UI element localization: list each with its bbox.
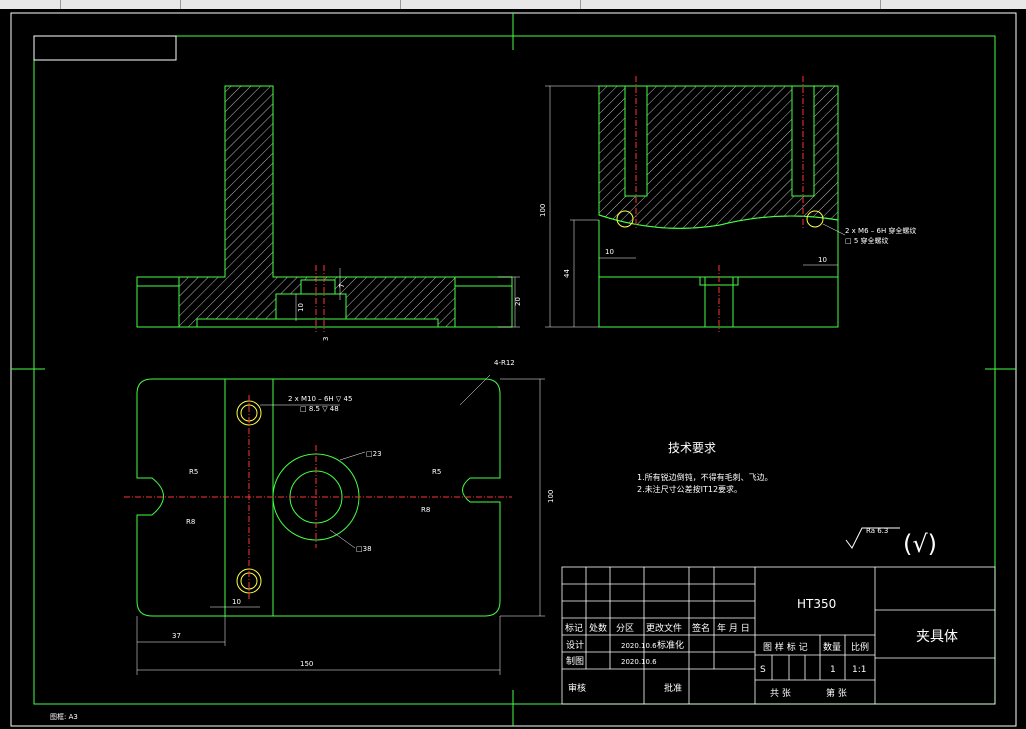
tb-total-sheets: 共 张 — [770, 688, 791, 699]
tb-weight-value: 1 — [830, 665, 836, 675]
toolbar-segment[interactable] — [180, 0, 401, 9]
top-r8-right: R8 — [421, 506, 430, 514]
side-dim-10-right: 10 — [818, 256, 827, 264]
tb-stage-value: S — [760, 665, 766, 675]
top-boss-small: □23 — [366, 450, 382, 458]
tb-header-count: 处数 — [589, 622, 607, 634]
front-dim-7: 7 — [338, 284, 346, 288]
tb-header-change-doc: 更改文件 — [646, 622, 682, 634]
top-hole-note-2: □ 8.5 ▽ 48 — [300, 405, 339, 413]
side-hole-note-1: 2 x M6 – 6H 穿全螺纹 — [845, 226, 916, 235]
tb-header-sign: 签名 — [692, 622, 710, 634]
top-r8-left: R8 — [186, 518, 195, 526]
toolbar-segment[interactable] — [0, 0, 61, 9]
front-dim-20: 20 — [514, 297, 522, 306]
tb-stage-mark: 图 样 标 记 — [763, 641, 808, 653]
tb-header-zone: 分区 — [616, 623, 634, 634]
tb-row-standard: 标准化 — [657, 639, 684, 651]
front-section-view — [136, 85, 520, 332]
tb-row-approve: 批准 — [664, 682, 682, 694]
top-view — [124, 374, 545, 675]
toolbar-segment[interactable] — [400, 0, 581, 9]
tb-header-mark: 标记 — [565, 622, 583, 634]
top-r5-left: R5 — [189, 468, 198, 476]
tb-row-design-date: 2020.10.6 — [621, 642, 657, 650]
roughness-general: (√) — [903, 530, 937, 558]
top-dim-100: 100 — [547, 490, 555, 503]
tb-scale-value: 1:1 — [852, 665, 866, 675]
title-block — [561, 566, 996, 705]
tech-req-item: 2.未注尺寸公差按IT12要求。 — [637, 484, 742, 494]
tb-scale: 比例 — [851, 641, 869, 653]
roughness-symbol — [845, 527, 900, 549]
top-dim-37: 37 — [172, 632, 181, 640]
front-dim-10: 10 — [297, 303, 305, 312]
format-label: 图框: A3 — [50, 712, 78, 721]
toolbar-segment[interactable] — [60, 0, 181, 9]
drawing-frame — [10, 12, 1017, 727]
tb-row-design: 设计 — [566, 639, 584, 651]
top-dim-10: 10 — [232, 598, 241, 606]
front-dim-3: 3 — [322, 337, 330, 341]
top-boss-large: □38 — [356, 545, 372, 553]
tb-sheet-number: 第 张 — [826, 687, 847, 699]
top-r5-right: R5 — [432, 468, 441, 476]
tb-header-date: 年 月 日 — [717, 622, 750, 634]
side-section-view — [545, 76, 846, 332]
top-corner-radius: 4-R12 — [494, 359, 515, 367]
roughness-label: Ra 6.3 — [866, 527, 888, 535]
tb-row-draw: 制图 — [566, 655, 584, 667]
tb-row-draw-date: 2020.10.6 — [621, 658, 657, 666]
top-hole-note-1: 2 x M10 – 6H ▽ 45 — [288, 395, 352, 403]
side-dim-10-left: 10 — [605, 248, 614, 256]
tech-req-title: 技术要求 — [668, 441, 716, 455]
tech-req-item: 1.所有锐边倒钝，不得有毛刺、飞边。 — [637, 472, 773, 482]
side-dim-44: 44 — [563, 269, 571, 278]
toolbar-segment[interactable] — [580, 0, 881, 9]
material-label: HT350 — [797, 597, 836, 611]
part-name: 夹具体 — [916, 629, 958, 645]
side-hole-note-2: □ 5 穿全螺纹 — [845, 236, 889, 245]
tb-row-review: 审核 — [568, 682, 586, 694]
top-dim-150: 150 — [300, 660, 313, 668]
top-toolbar-strip — [0, 0, 1026, 9]
tb-weight: 数量 — [823, 641, 841, 653]
side-dim-100: 100 — [539, 204, 547, 217]
